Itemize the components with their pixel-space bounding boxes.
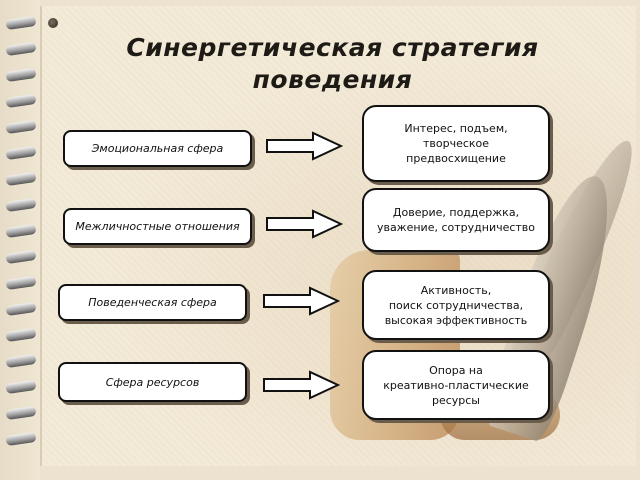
sphere-box-behavioral: Поведенческая сфера	[58, 284, 247, 321]
binder-hole	[48, 18, 58, 28]
page-title: Синергетическая стратегия поведения	[126, 33, 539, 94]
right-arrow-icon	[263, 370, 340, 400]
sphere-box-interpersonal: Межличностные отношения	[63, 208, 252, 245]
notebook-spiral-icon	[0, 0, 40, 480]
result-box-emotional: Интерес, подъем, творческое предвосхищен…	[362, 105, 550, 182]
sphere-box-resources: Сфера ресурсов	[58, 362, 247, 402]
right-arrow-icon	[263, 286, 340, 316]
result-box-resources: Опора на креативно-пластические ресурсы	[362, 350, 550, 420]
result-box-interpersonal: Доверие, поддержка, уважение, сотрудниче…	[362, 188, 550, 252]
right-arrow-icon	[266, 209, 343, 239]
right-arrow-icon	[266, 131, 343, 161]
result-box-behavioral: Активность, поиск сотрудничества, высока…	[362, 270, 550, 340]
sphere-box-emotional: Эмоциональная сфера	[63, 130, 252, 167]
